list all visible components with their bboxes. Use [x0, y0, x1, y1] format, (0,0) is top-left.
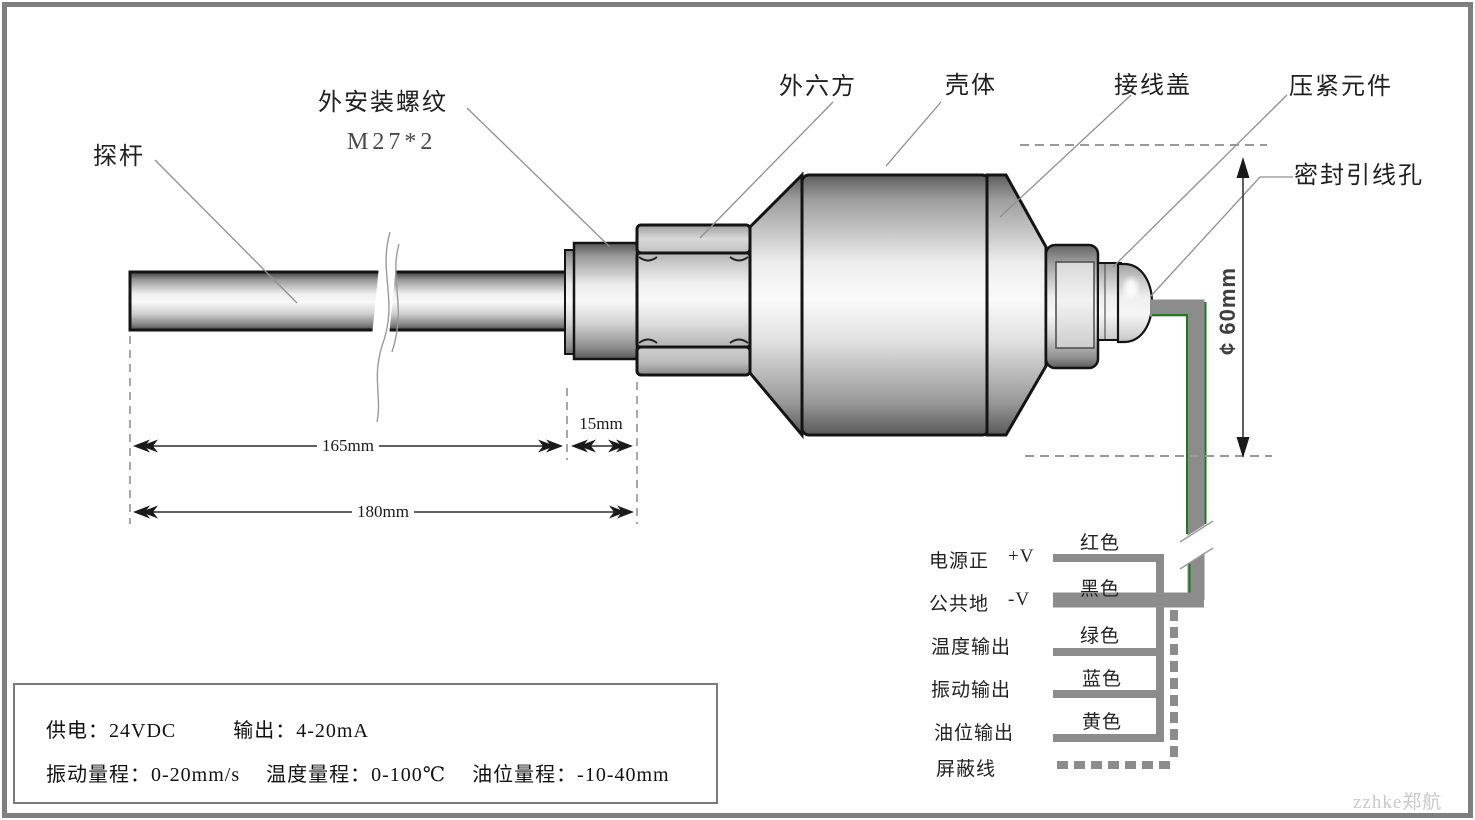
cable-break-gap: [1184, 522, 1209, 566]
label-probe-rod: 探杆: [93, 144, 145, 170]
leader-probe-rod: [154, 159, 298, 304]
hex-nut-shape: [635, 223, 752, 377]
label-mount-thread: 外安装螺纹: [318, 90, 448, 116]
cone-left-shape: [748, 171, 804, 440]
cable-green-line: [1152, 314, 1188, 534]
wire-function-vibration: 振动输出: [931, 680, 1012, 701]
label-compression-element: 压紧元件: [1289, 74, 1393, 100]
dim-overall-length: 180mm: [352, 502, 414, 522]
spec-oil-level-range: 油位量程：-10-40mm: [472, 764, 670, 786]
leader-shell: [885, 101, 942, 167]
wire-function-ground: 公共地: [929, 594, 990, 615]
dim-thread-length: 15mm: [579, 414, 623, 433]
watermark: zzhke郑航: [1353, 792, 1443, 813]
wire-function-temperature: 温度输出: [931, 637, 1012, 658]
spec-vibration-range: 振动量程：0-20mm/s: [46, 764, 241, 786]
gland-dome-shape: [1116, 262, 1154, 344]
leader-compression-element: [1112, 94, 1288, 268]
label-junction-cover: 接线盖: [1114, 73, 1192, 99]
wire-function-power: 电源正: [929, 551, 990, 572]
label-thread-spec: M27*2: [347, 129, 437, 155]
dim-body-diameter: ¢ 60mm: [1215, 267, 1240, 355]
wire-color-yellow: 黄色: [1082, 712, 1123, 733]
leader-junction-cover: [999, 94, 1132, 218]
label-shell: 壳体: [945, 73, 997, 99]
spec-temperature-range: 温度量程：0-100℃: [266, 764, 447, 786]
wire-color-black: 黑色: [1080, 579, 1121, 600]
spec-box: 供电：24VDC 输出：4-20mA 振动量程：0-20mm/s 温度量程：0-…: [13, 683, 718, 804]
junction-cover-shape: [985, 173, 1048, 437]
wire-color-blue: 蓝色: [1082, 669, 1123, 690]
cable-assembly: [1053, 299, 1214, 769]
rod-break-gap: [372, 266, 396, 336]
leader-seal-lead-hole: [1149, 176, 1293, 298]
wire-color-red: 红色: [1080, 533, 1121, 554]
wire-function-shield: 屏蔽线: [936, 759, 997, 780]
leader-lines: [154, 94, 1293, 304]
wire-function-oil-level: 油位输出: [934, 723, 1015, 744]
label-seal-lead-hole: 密封引线孔: [1294, 163, 1424, 189]
label-outer-hex: 外六方: [779, 74, 857, 100]
spec-power: 供电：24VDC: [46, 720, 177, 742]
leader-outer-hex: [699, 101, 834, 239]
wire-terminal-power: +V: [1008, 546, 1035, 567]
thread-bushing-shape: [564, 241, 639, 361]
spec-output: 输出：4-20mA: [233, 720, 369, 742]
dim-probe-length: 165mm: [317, 436, 379, 456]
probe-rod-shape: [128, 231, 569, 423]
wire-color-green: 绿色: [1080, 626, 1121, 647]
leader-mount-thread: [466, 107, 611, 248]
shell-body-shape: [800, 173, 991, 437]
wire-terminal-ground: -V: [1008, 589, 1031, 610]
collar-shape: [1044, 243, 1100, 370]
